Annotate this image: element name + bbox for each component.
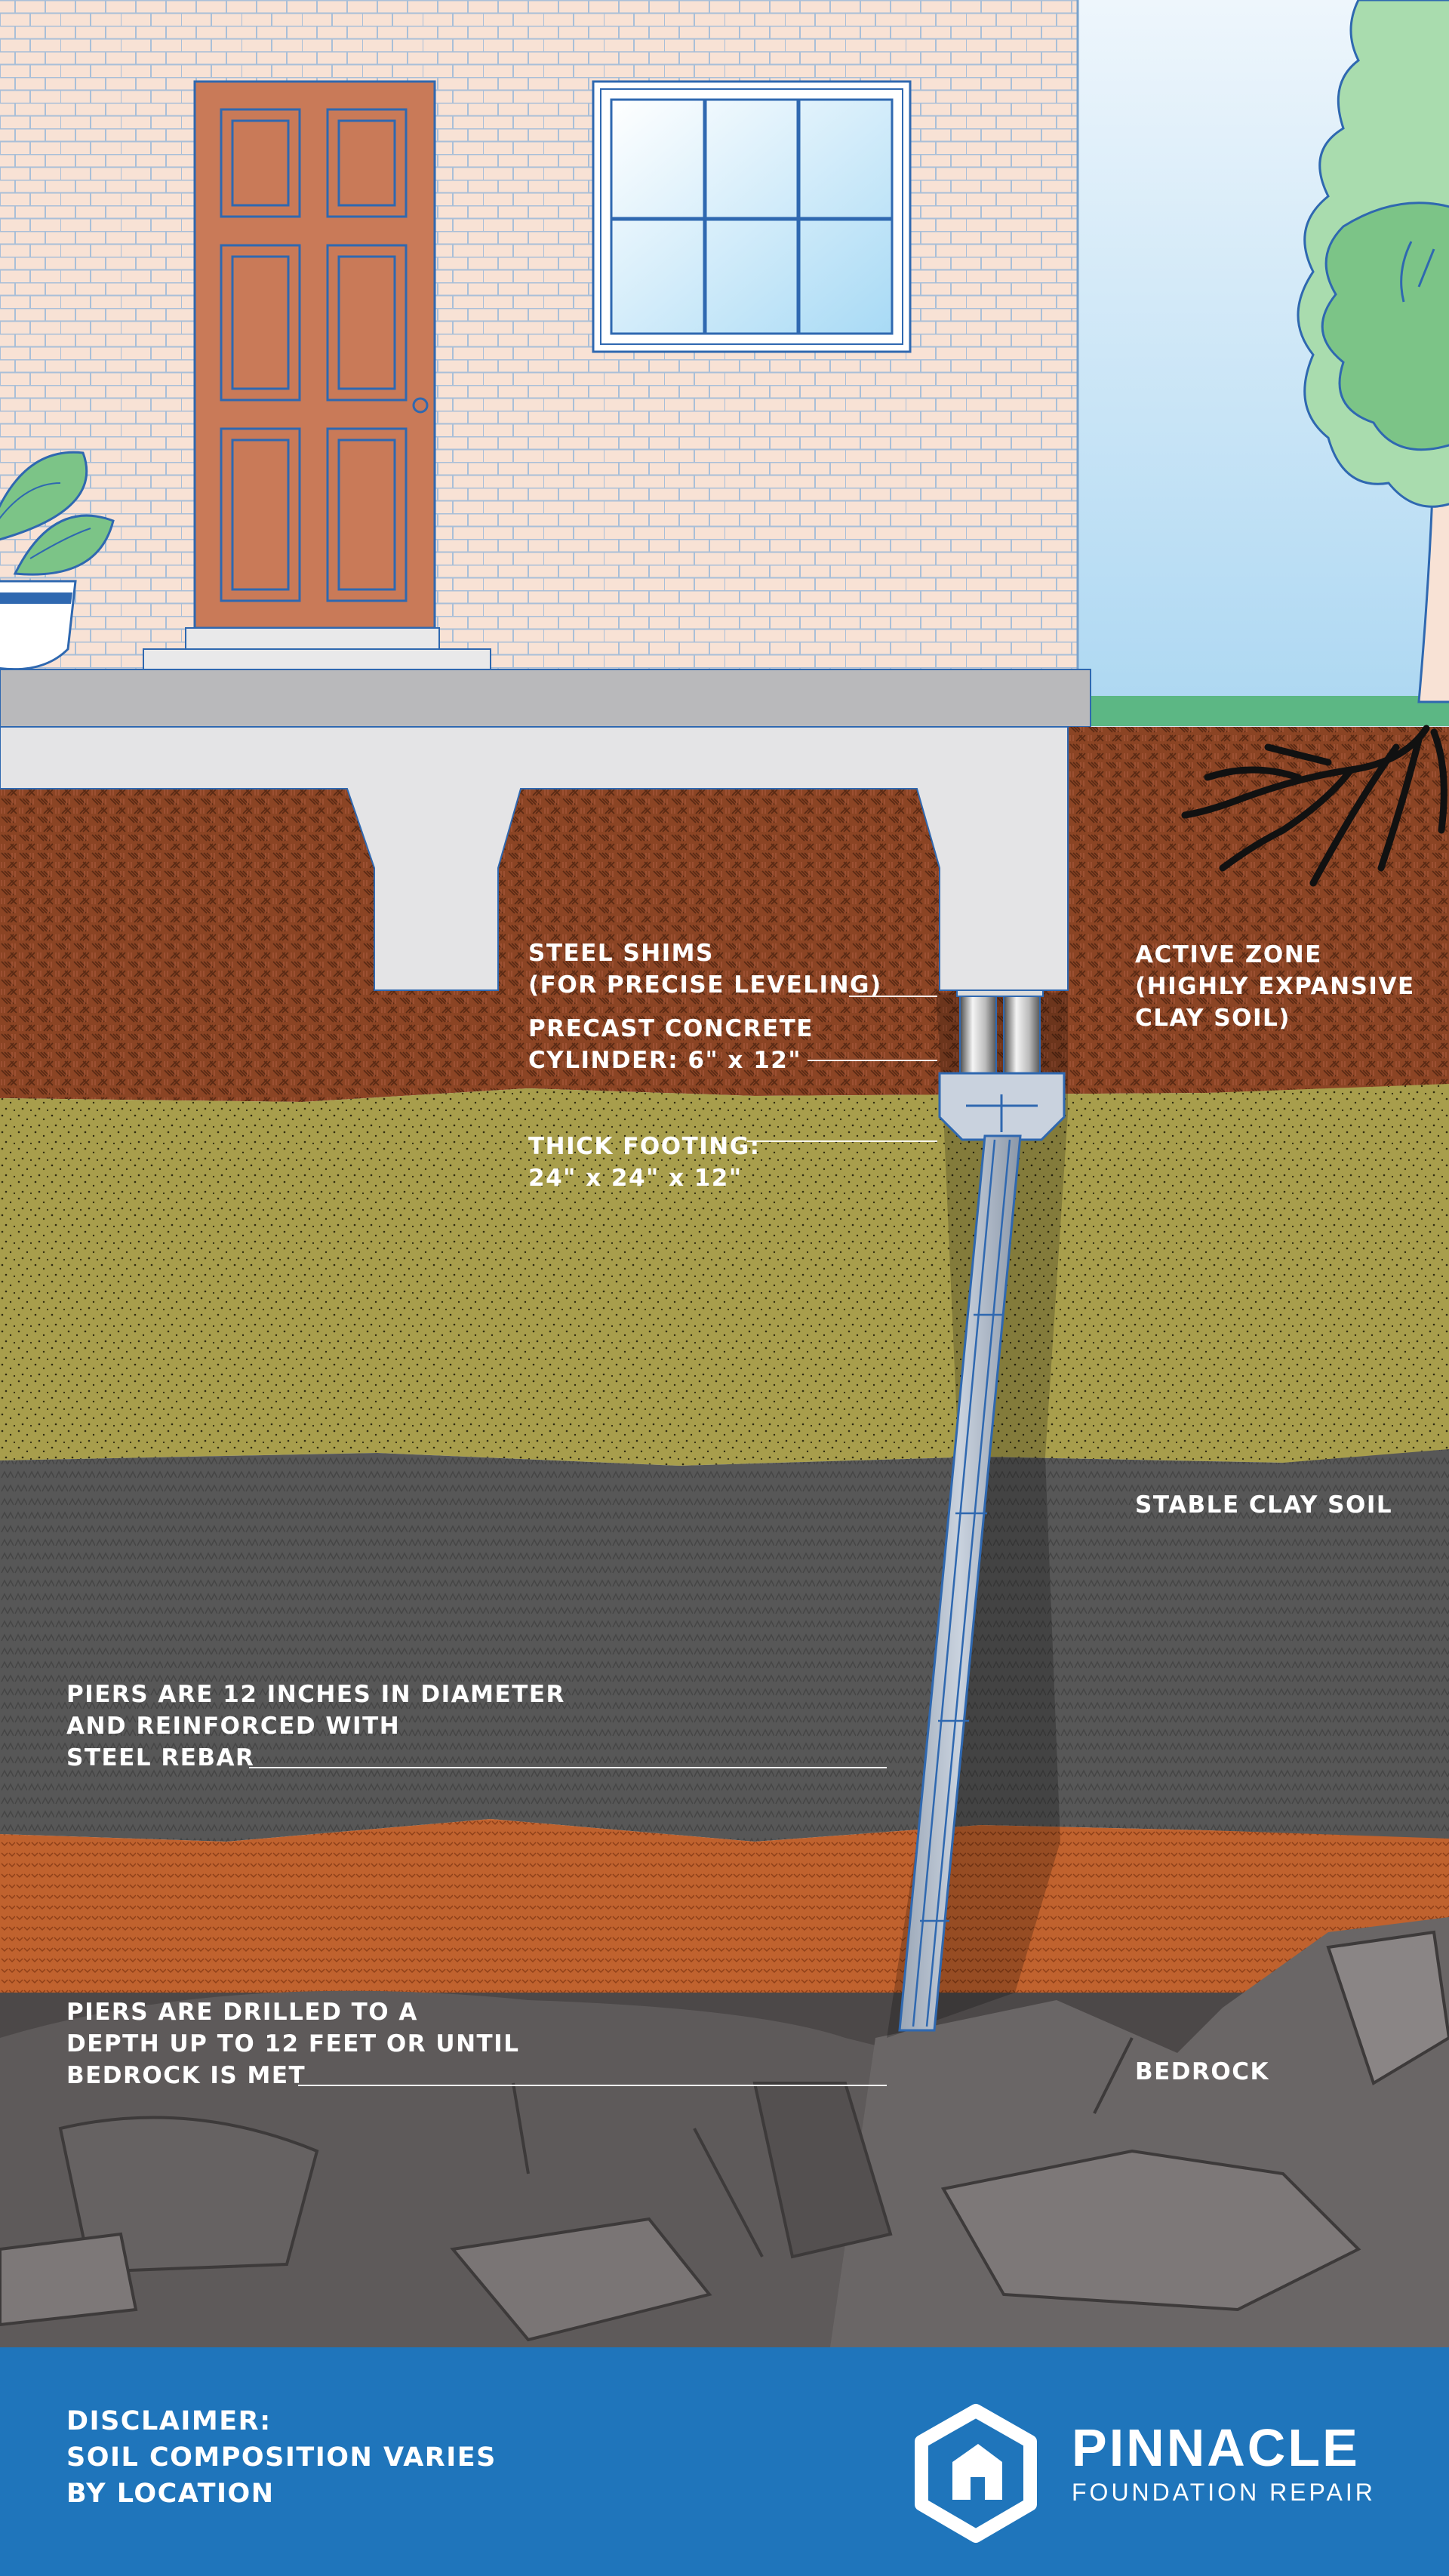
sand-layer: [0, 1084, 1449, 1466]
window: [592, 80, 912, 353]
label-active-zone: ACTIVE ZONE (HIGHLY EXPANSIVE CLAY SOIL): [1135, 941, 1415, 1032]
orange-clay-layer: [0, 1819, 1449, 2038]
plant-icon: [0, 451, 115, 671]
label-thick-footing: THICK FOOTING: 24" x 24" x 12": [528, 1133, 761, 1192]
concrete-foundation: [0, 726, 1069, 991]
stable-clay-layer: [0, 1449, 1449, 1842]
brand-name: PINNACLE: [1072, 2418, 1360, 2477]
pinnacle-logo-icon: [915, 2404, 1037, 2543]
front-door: [193, 80, 436, 629]
callout-leader-lines: [249, 996, 937, 2086]
slab-edge: [0, 669, 1091, 728]
concrete-pier: [898, 1134, 1022, 2032]
tree-roots: [1181, 725, 1447, 887]
label-pier-depth: PIERS ARE DRILLED TO A DEPTH UP TO 12 FE…: [66, 1999, 520, 2089]
bedrock-layer: [0, 1917, 1449, 2347]
grass: [1072, 696, 1449, 726]
label-stable-clay-soil: STABLE CLAY SOIL: [1135, 1491, 1393, 1519]
footer-bar: [0, 2347, 1449, 2576]
brick-wall: [0, 0, 1078, 672]
active-zone-soil: [0, 727, 1449, 1102]
disclaimer: DISCLAIMER: SOIL COMPOSITION VARIES BY L…: [66, 2406, 497, 2509]
label-steel-shims: STEEL SHIMS (FOR PRECISE LEVELING): [528, 940, 882, 999]
label-bedrock: BEDROCK: [1135, 2058, 1270, 2085]
tree-icon: [1297, 0, 1449, 703]
precast-concrete-cylinder: [956, 989, 1044, 1074]
label-pier-diameter: PIERS ARE 12 INCHES IN DIAMETER AND REIN…: [66, 1681, 565, 1771]
brand-tagline: FOUNDATION REPAIR: [1072, 2479, 1376, 2506]
brand-wordmark: PINNACLE FOUNDATION REPAIR: [1072, 2421, 1376, 2507]
label-precast-concrete-cylinder: PRECAST CONCRETE CYLINDER: 6" x 12": [528, 1015, 814, 1074]
steel-shims: [956, 989, 1044, 997]
